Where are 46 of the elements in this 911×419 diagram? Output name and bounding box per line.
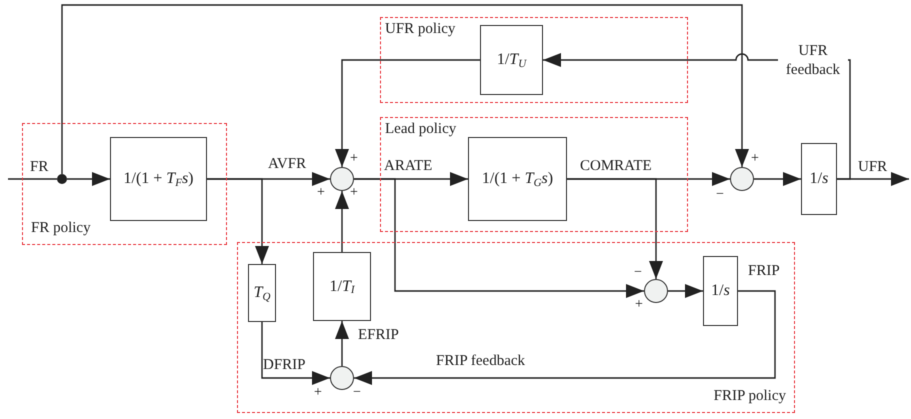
signal-arrow xyxy=(668,284,703,298)
signal-arrow xyxy=(335,321,349,366)
signal-label: FRIP xyxy=(748,262,780,281)
group-label: FRIP policy xyxy=(714,389,786,404)
block-formula: 1/T$_{U}$ xyxy=(496,50,526,72)
transfer-function-block xyxy=(468,137,567,221)
group-label: FR policy xyxy=(31,221,91,236)
signal-arrow xyxy=(335,59,480,167)
block-formula: 1/(1 + T$_{G}$s) xyxy=(482,169,554,191)
sign-label: + xyxy=(317,186,325,200)
sign-label: − xyxy=(353,386,361,400)
sign-label: − xyxy=(716,188,724,202)
signal-arrow xyxy=(335,191,349,252)
summing-junction xyxy=(730,167,754,191)
signal-arrow xyxy=(61,4,749,174)
dashed-group-box xyxy=(22,123,227,245)
signal-arrow xyxy=(67,172,110,186)
dashed-group-box xyxy=(380,17,688,103)
sign-label: + xyxy=(635,298,643,312)
block-formula: 1/s xyxy=(810,169,828,189)
summing-junction xyxy=(330,366,354,390)
signal-arrow xyxy=(354,290,776,385)
group-label: Lead policy xyxy=(385,122,456,137)
signal-arrow xyxy=(567,178,663,279)
signal-arrow xyxy=(261,322,330,385)
transfer-function-block xyxy=(703,256,738,326)
transfer-function-block xyxy=(313,252,371,321)
transfer-function-block xyxy=(110,137,207,221)
signal-arrow xyxy=(754,172,801,186)
sign-label: + xyxy=(350,186,358,200)
block-formula: 1/s xyxy=(711,281,730,301)
group-label: UFR policy xyxy=(385,22,456,37)
transfer-function-block xyxy=(248,264,276,322)
block-formula: T$_{Q}$ xyxy=(254,283,270,305)
sign-label: − xyxy=(634,266,642,280)
block-formula: 1/T$_{I}$ xyxy=(329,276,355,298)
sign-label: + xyxy=(751,152,759,166)
sign-label: + xyxy=(314,386,322,400)
block-formula: 1/(1 + T$_{F}$s) xyxy=(124,169,194,191)
signal-arrow xyxy=(354,178,644,298)
summing-junction xyxy=(644,279,668,303)
transfer-function-block xyxy=(801,143,837,215)
sign-label: + xyxy=(350,152,358,166)
dashed-group-box xyxy=(380,117,688,232)
transfer-function-block xyxy=(480,25,543,95)
signal-arrow xyxy=(207,178,269,264)
